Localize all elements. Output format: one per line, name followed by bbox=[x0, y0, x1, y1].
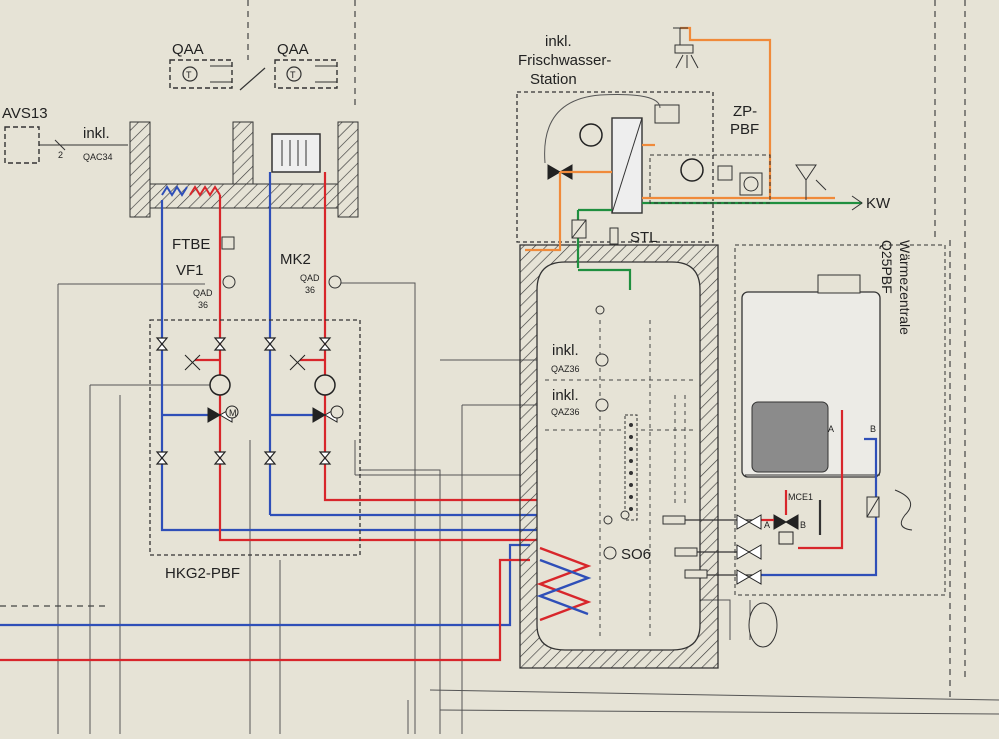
station-inkl-label: inkl. bbox=[545, 33, 572, 50]
kw-label: KW bbox=[866, 195, 891, 212]
station-label-line3: Station bbox=[530, 71, 577, 88]
frame-dashed-lines bbox=[0, 0, 966, 700]
qad-left-num: 36 bbox=[198, 300, 208, 310]
port-a-lower-label: A bbox=[764, 520, 770, 530]
qaz36-lower-label: QAZ36 bbox=[551, 407, 580, 417]
mce1-label: MCE1 bbox=[788, 492, 813, 502]
wire-count-label: 2 bbox=[58, 150, 63, 160]
building-walls bbox=[129, 121, 359, 218]
qaz36-sensor-lower-icon bbox=[595, 398, 609, 412]
ftbe-label: FTBE bbox=[172, 236, 210, 253]
kw-arrow-icon bbox=[851, 195, 863, 211]
radiator bbox=[271, 133, 321, 173]
qad-right-num: 36 bbox=[305, 285, 315, 295]
hkg2-module-box bbox=[149, 319, 361, 556]
zp-label: ZP- bbox=[733, 103, 757, 120]
qaa-link-slash bbox=[239, 67, 266, 91]
qaa-right-label: QAA bbox=[277, 41, 309, 58]
room-unit-qaa-left: T bbox=[169, 59, 233, 89]
waermezentrale-label: Wärmezentrale bbox=[897, 240, 913, 335]
vf1-sensor-icon bbox=[222, 275, 236, 289]
qaz36-upper-label: QAZ36 bbox=[551, 364, 580, 374]
qaz36-upper-inkl: inkl. bbox=[552, 342, 579, 359]
mk2-sensor-icon bbox=[328, 275, 342, 289]
hkg2-label: HKG2-PBF bbox=[165, 565, 240, 582]
shower-head-icon bbox=[673, 27, 699, 69]
port-a-upper-label: A bbox=[828, 424, 834, 434]
room-unit-qaa-right: T bbox=[274, 59, 338, 89]
zp-timer bbox=[739, 172, 763, 196]
qaa-left-sensor-symbol: T bbox=[186, 70, 192, 80]
qad-left-label: QAD bbox=[193, 288, 213, 298]
port-b-lower-label: B bbox=[800, 520, 806, 530]
qac34-inkl-label: inkl. bbox=[83, 125, 110, 142]
stl-element bbox=[609, 227, 619, 245]
floor-heating-coil-return bbox=[161, 185, 188, 197]
overflow-valve-right bbox=[289, 354, 306, 371]
floor-heating-coil-supply bbox=[189, 185, 221, 197]
controller-box bbox=[654, 104, 680, 124]
qac34-label: QAC34 bbox=[83, 152, 113, 162]
overflow-valve-left bbox=[184, 354, 201, 371]
so6-label: SO6 bbox=[621, 546, 651, 563]
qaa-left-label: QAA bbox=[172, 41, 204, 58]
avs13-label: AVS13 bbox=[2, 105, 48, 122]
waermezentrale-box bbox=[734, 244, 946, 596]
zp-pbf-box bbox=[649, 154, 771, 204]
motor-m-label-1: M bbox=[229, 408, 237, 418]
ftbe-sensor-box bbox=[221, 236, 235, 250]
station-label-line2: Frischwasser- bbox=[518, 52, 611, 69]
so6-sensor-icon bbox=[603, 546, 617, 560]
pbf-label: PBF bbox=[730, 121, 759, 138]
stl-label: STL bbox=[630, 229, 658, 246]
q25pbf-label: Q25PBF bbox=[879, 240, 895, 294]
safety-valve-group-icon bbox=[795, 164, 827, 200]
qaz36-lower-inkl: inkl. bbox=[552, 387, 579, 404]
svg-text:T: T bbox=[290, 70, 296, 80]
storage-tank bbox=[519, 244, 719, 669]
flue-connection bbox=[817, 274, 861, 294]
sensor-cable bbox=[544, 94, 661, 164]
lance-openings bbox=[629, 423, 633, 511]
mk2-label: MK2 bbox=[280, 251, 311, 268]
qaz36-sensor-upper-icon bbox=[595, 353, 609, 367]
siphon-drain-icon bbox=[894, 489, 913, 531]
port-b-upper-label: B bbox=[870, 424, 876, 434]
boiler-display-panel bbox=[751, 401, 829, 473]
stratification-lance bbox=[624, 414, 638, 521]
tank-coil-return bbox=[536, 558, 592, 616]
expansion-vessel bbox=[748, 602, 778, 648]
vf1-label: VF1 bbox=[176, 262, 204, 279]
boiler-shutoff-valves bbox=[736, 514, 762, 585]
zp-sensor bbox=[717, 165, 733, 181]
qad-right-label: QAD bbox=[300, 273, 320, 283]
